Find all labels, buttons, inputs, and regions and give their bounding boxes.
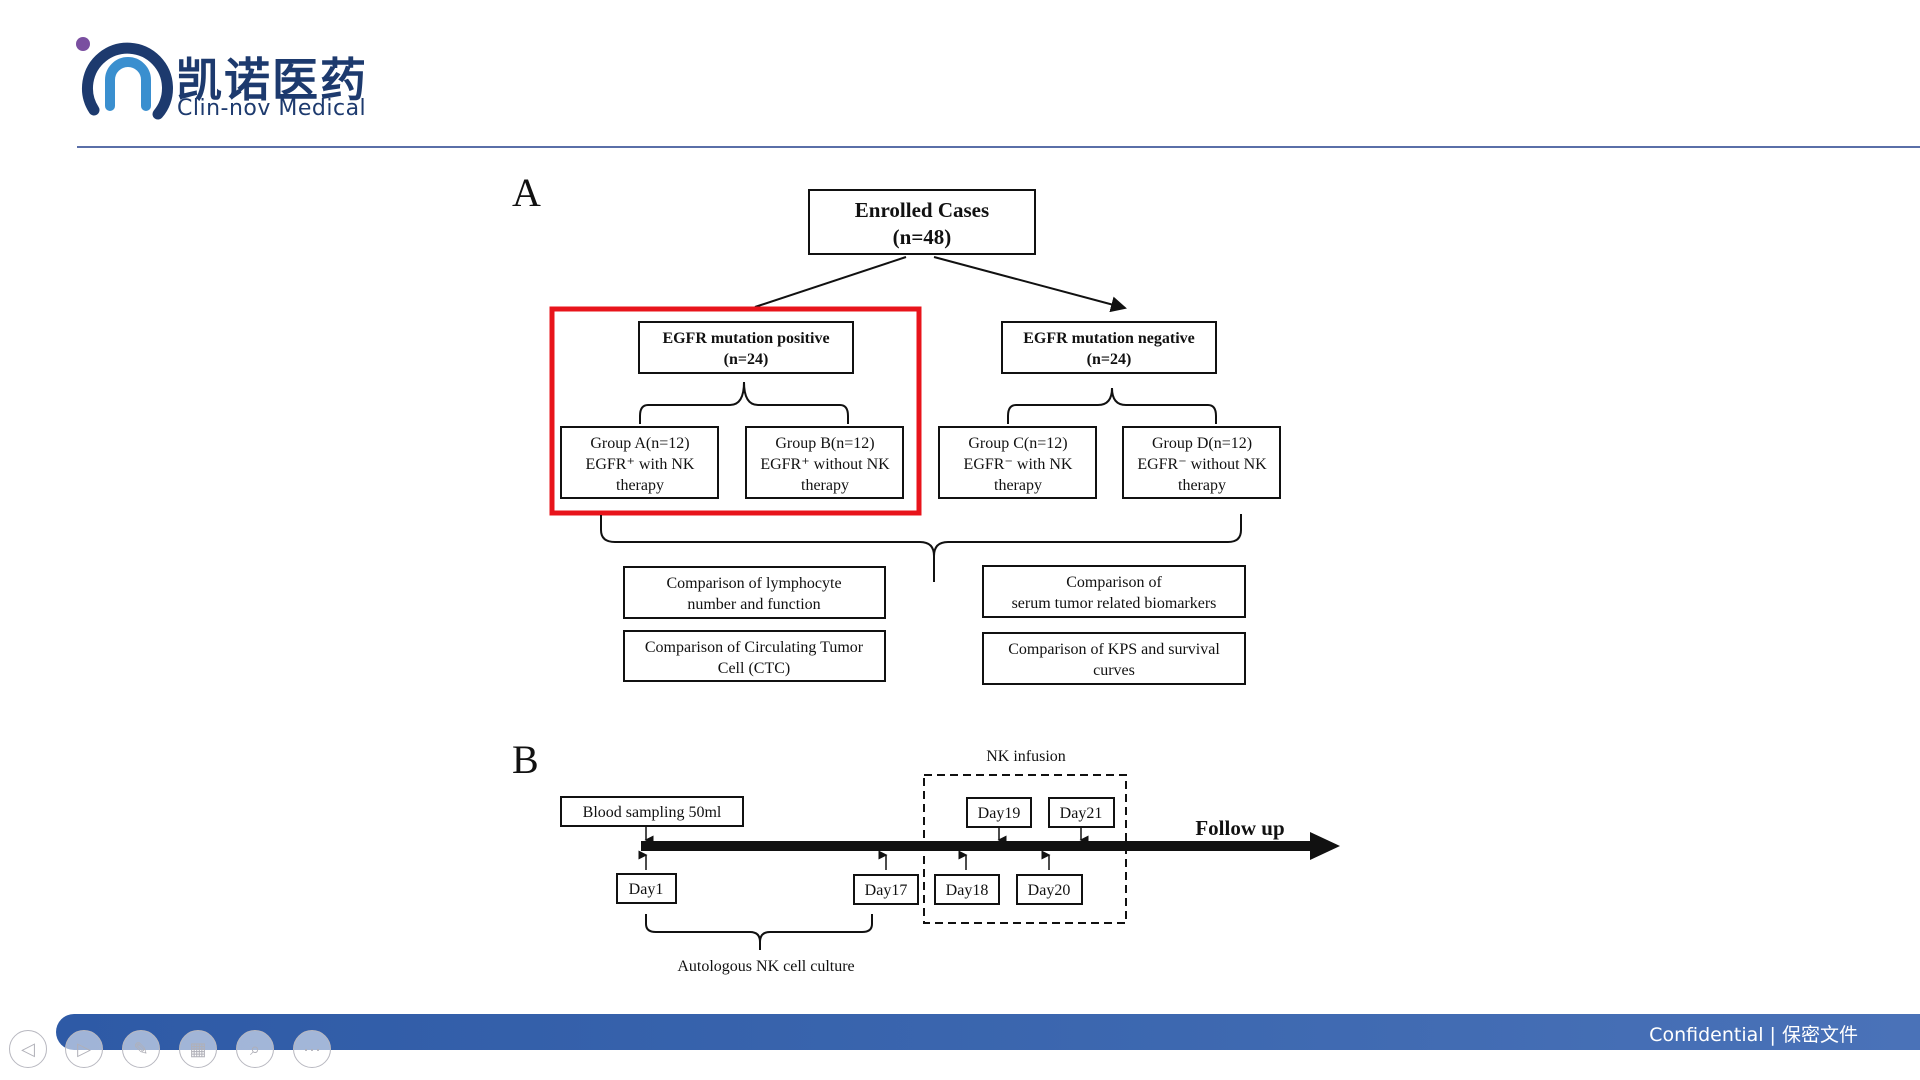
- more-options-button[interactable]: ···: [293, 1030, 331, 1068]
- group-d-line3: therapy: [1178, 477, 1226, 494]
- pen-icon: ✎: [133, 1038, 149, 1059]
- group-b-line2: EGFR⁺ without NK: [760, 456, 890, 473]
- connector-line: [754, 256, 907, 308]
- ctc-line1: Comparison of Circulating Tumor: [645, 639, 864, 656]
- company-logo: [74, 32, 374, 132]
- day20-label: Day20: [1028, 882, 1071, 899]
- group-d-line1: Group D(n=12): [1152, 435, 1252, 452]
- footer-bar: [56, 1014, 1920, 1050]
- negative-bracket: [1007, 387, 1217, 424]
- day1-label: Day1: [629, 881, 664, 898]
- group-b-line3: therapy: [801, 477, 849, 494]
- panel-a-label: A: [512, 170, 541, 215]
- positive-bracket: [639, 381, 849, 424]
- lymphocyte-line2: number and function: [687, 596, 820, 613]
- next-slide-button[interactable]: ▷: [65, 1030, 103, 1068]
- group-d-box: Group D(n=12) EGFR⁻ without NK therapy: [1122, 426, 1281, 499]
- kps-line2: curves: [1093, 662, 1135, 679]
- ctc-line2: Cell (CTC): [718, 660, 790, 677]
- day17-label: Day17: [865, 882, 908, 899]
- prev-icon: ◁: [21, 1038, 35, 1059]
- positive-line2: (n=24): [724, 351, 769, 368]
- slide-grid-button[interactable]: ▦: [179, 1030, 217, 1068]
- prev-slide-button[interactable]: ◁: [9, 1030, 47, 1068]
- biomarkers-box: Comparison of serum tumor related biomar…: [982, 565, 1246, 618]
- day20-box: Day20: [1016, 874, 1083, 905]
- day1-box: Day1: [616, 873, 677, 904]
- day21-box: Day21: [1048, 797, 1115, 828]
- logo-chinese-name: 凯诺医药: [176, 53, 368, 107]
- positive-line1: EGFR mutation positive: [662, 330, 829, 347]
- timeline-arrowhead: [1310, 832, 1340, 860]
- connector-arrow: [933, 256, 1127, 313]
- day17-box: Day17: [853, 874, 919, 905]
- day18-label: Day18: [946, 882, 989, 899]
- header-divider: [77, 146, 1920, 148]
- biomarkers-line2: serum tumor related biomarkers: [1012, 595, 1217, 612]
- group-b-box: Group B(n=12) EGFR⁺ without NK therapy: [745, 426, 904, 499]
- day21-label: Day21: [1060, 805, 1103, 822]
- blood-sampling-box: Blood sampling 50ml: [560, 796, 744, 827]
- negative-line1: EGFR mutation negative: [1023, 330, 1195, 347]
- logo-mark-icon: [76, 37, 173, 120]
- kps-line1: Comparison of KPS and survival: [1008, 641, 1220, 658]
- day18-box: Day18: [934, 874, 1000, 905]
- group-a-line2: EGFR⁺ with NK: [586, 456, 695, 473]
- biomarkers-line1: Comparison of: [1066, 574, 1162, 591]
- group-a-line3: therapy: [616, 477, 664, 494]
- zoom-button[interactable]: ⌕: [236, 1030, 274, 1068]
- grid-icon: ▦: [189, 1038, 207, 1059]
- egfr-negative-box: EGFR mutation negative (n=24): [1001, 321, 1217, 374]
- day19-box: Day19: [966, 797, 1032, 828]
- comparison-bracket: [600, 514, 1242, 582]
- group-b-line1: Group B(n=12): [775, 435, 874, 452]
- highlight-box: [549, 306, 922, 516]
- lymphocyte-box: Comparison of lymphocyte number and func…: [623, 566, 886, 619]
- group-a-line1: Group A(n=12): [590, 435, 689, 452]
- enrolled-cases-box: Enrolled Cases (n=48): [808, 189, 1036, 255]
- zoom-icon: ⌕: [249, 1038, 261, 1059]
- nk-culture-label: Autologous NK cell culture: [677, 958, 854, 975]
- enrolled-line2: (n=48): [893, 225, 952, 249]
- day19-label: Day19: [978, 805, 1021, 822]
- blood-sampling-label: Blood sampling 50ml: [583, 804, 722, 821]
- kps-box: Comparison of KPS and survival curves: [982, 632, 1246, 685]
- pen-tool-button[interactable]: ✎: [122, 1030, 160, 1068]
- group-a-box: Group A(n=12) EGFR⁺ with NK therapy: [560, 426, 719, 499]
- group-c-box: Group C(n=12) EGFR⁻ with NK therapy: [938, 426, 1097, 499]
- group-c-line1: Group C(n=12): [968, 435, 1067, 452]
- nk-infusion-label: NK infusion: [986, 748, 1066, 765]
- negative-line2: (n=24): [1087, 351, 1132, 368]
- group-c-line2: EGFR⁻ with NK: [964, 456, 1073, 473]
- confidential-label: Confidential | 保密文件: [1649, 1024, 1858, 1046]
- nk-culture-bracket: [645, 914, 873, 950]
- logo-english-name: Clin-nov Medical: [177, 96, 367, 121]
- ctc-box: Comparison of Circulating Tumor Cell (CT…: [623, 630, 886, 682]
- follow-up-label: Follow up: [1195, 816, 1284, 840]
- group-c-line3: therapy: [994, 477, 1042, 494]
- more-icon: ···: [303, 1038, 321, 1059]
- panel-b-label: B: [512, 737, 539, 782]
- enrolled-line1: Enrolled Cases: [855, 198, 989, 222]
- egfr-positive-box: EGFR mutation positive (n=24): [638, 321, 854, 374]
- next-icon: ▷: [77, 1038, 91, 1059]
- lymphocyte-line1: Comparison of lymphocyte: [666, 575, 841, 592]
- group-d-line2: EGFR⁻ without NK: [1137, 456, 1267, 473]
